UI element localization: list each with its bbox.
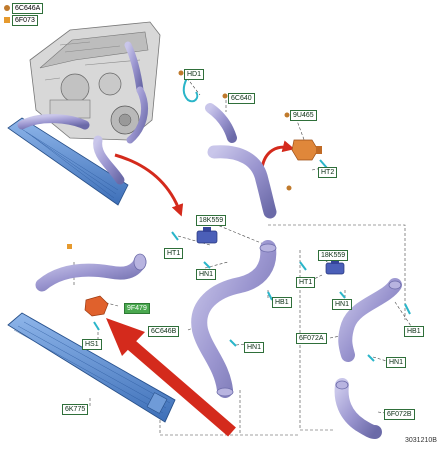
round-marker-icon <box>286 185 292 191</box>
clip-hn1-b <box>339 291 346 299</box>
sensor-9f479 <box>84 295 109 317</box>
sensor-18k559-a <box>196 227 218 244</box>
intercooler-engine-view <box>7 117 129 206</box>
square-marker-icon <box>67 244 72 249</box>
label-9u465: 9U465 <box>290 110 317 121</box>
clip-ht2 <box>319 159 328 169</box>
label-6c646b: 6C646B <box>148 326 180 337</box>
tube-6c640 <box>205 103 237 143</box>
label-hd1: HD1 <box>184 69 205 80</box>
round-marker-icon <box>284 112 290 118</box>
label-hs1: HS1 <box>82 339 102 350</box>
round-marker-icon <box>4 5 10 12</box>
clip-hb1-b <box>404 303 411 315</box>
document-id: 3031210B <box>405 437 437 444</box>
clip-hn1-c <box>229 339 237 347</box>
label-18k559-a: 18K559 <box>196 215 227 226</box>
round-marker-icon <box>222 93 228 99</box>
clamp-hd1 <box>182 77 199 103</box>
label-6c640: 6C640 <box>228 93 255 104</box>
label-hn1-b: HN1 <box>332 299 353 310</box>
round-marker-icon <box>178 70 184 76</box>
intercooler-6k775 <box>7 312 176 423</box>
label-18k559-b: 18K559 <box>318 250 349 261</box>
label-hn1-a: HN1 <box>196 269 217 280</box>
hose-6f072a <box>338 278 402 362</box>
label-hb1-a: HB1 <box>272 297 292 308</box>
label-hn1-c: HN1 <box>244 342 265 353</box>
hose-6f072b <box>334 378 382 439</box>
clip-hb1-a <box>267 291 273 301</box>
label-ht1-a: HT1 <box>164 248 184 259</box>
square-marker-icon <box>4 17 10 24</box>
sensor-9u465 <box>291 139 322 161</box>
big-red-arrow <box>106 318 236 437</box>
arrow-to-detail <box>114 153 184 217</box>
legend-item-6f073: 6F073 <box>4 15 38 26</box>
arrow-to-sensor <box>260 140 295 169</box>
clip-ht1-a <box>171 231 179 241</box>
clip-hn1-d <box>367 354 375 362</box>
label-6f072a: 6F072A <box>296 333 327 344</box>
clip-hn1-a <box>203 261 211 269</box>
label-9f479: 9F479 <box>124 303 150 314</box>
label-6k775: 6K775 <box>62 404 89 415</box>
label-ht1-b: HT1 <box>296 277 316 288</box>
legend-item-6c646a: 6C646A <box>4 3 44 14</box>
label-6f072b: 6F072B <box>384 409 415 420</box>
label-ht2: HT2 <box>318 167 338 178</box>
sensor-18k559-b <box>325 259 345 275</box>
label-hn1-d: HN1 <box>386 357 407 368</box>
label-hb1-b: HB1 <box>404 326 424 337</box>
hose-upper-s <box>207 145 277 219</box>
legend-code: 6C646A <box>12 3 44 14</box>
hose-left-lower <box>35 253 147 292</box>
engine-hoses <box>17 41 148 185</box>
hose-6c646b <box>191 240 277 398</box>
clip-ht1-b <box>299 261 307 271</box>
legend-code: 6F073 <box>12 15 38 26</box>
clip-hs1 <box>93 321 100 331</box>
